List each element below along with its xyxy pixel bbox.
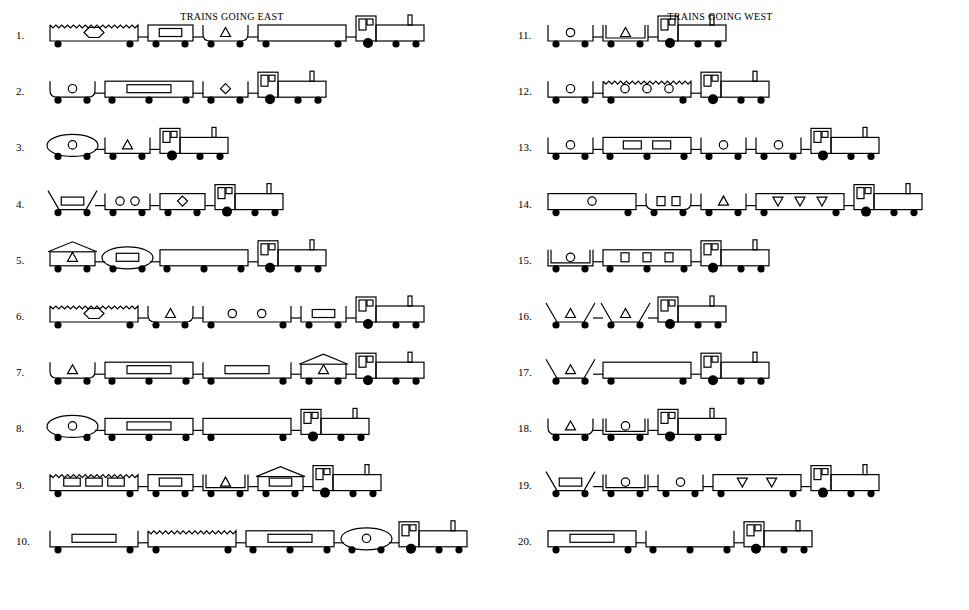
train: [546, 352, 769, 385]
train: [50, 296, 424, 329]
train: [47, 408, 369, 441]
train: [548, 408, 726, 441]
train-number: 10.: [16, 534, 30, 548]
train: [548, 127, 879, 160]
train-number: 9.: [16, 478, 24, 492]
train-number: 15.: [518, 253, 532, 267]
train: [48, 240, 326, 273]
train: [50, 352, 424, 385]
column-heading: TRAINS GOING WEST: [667, 10, 772, 24]
train: [548, 71, 769, 104]
train-number: 11.: [518, 28, 531, 42]
train-number: 13.: [518, 140, 532, 154]
train-number: 20.: [518, 534, 532, 548]
train-number: 14.: [518, 197, 532, 211]
train-number: 3.: [16, 140, 24, 154]
train: [548, 240, 769, 273]
train-number: 8.: [16, 421, 24, 435]
train: [50, 465, 381, 498]
train: [546, 296, 726, 329]
train-number: 16.: [518, 309, 532, 323]
train: [548, 521, 812, 554]
train-number: 12.: [518, 84, 532, 98]
train: [50, 521, 467, 554]
train-number: 5.: [16, 253, 24, 267]
train-number: 18.: [518, 421, 532, 435]
train: [48, 184, 283, 217]
train-number: 1.: [16, 28, 24, 42]
train-number: 6.: [16, 309, 24, 323]
train: [548, 184, 922, 217]
train: [50, 71, 326, 104]
train-number: 2.: [16, 84, 24, 98]
train: [546, 465, 879, 498]
train-number: 17.: [518, 365, 532, 379]
train-number: 4.: [16, 197, 24, 211]
train-number: 19.: [518, 478, 532, 492]
train-number: 7.: [16, 365, 24, 379]
column-heading: TRAINS GOING EAST: [180, 10, 283, 24]
train: [47, 127, 228, 160]
